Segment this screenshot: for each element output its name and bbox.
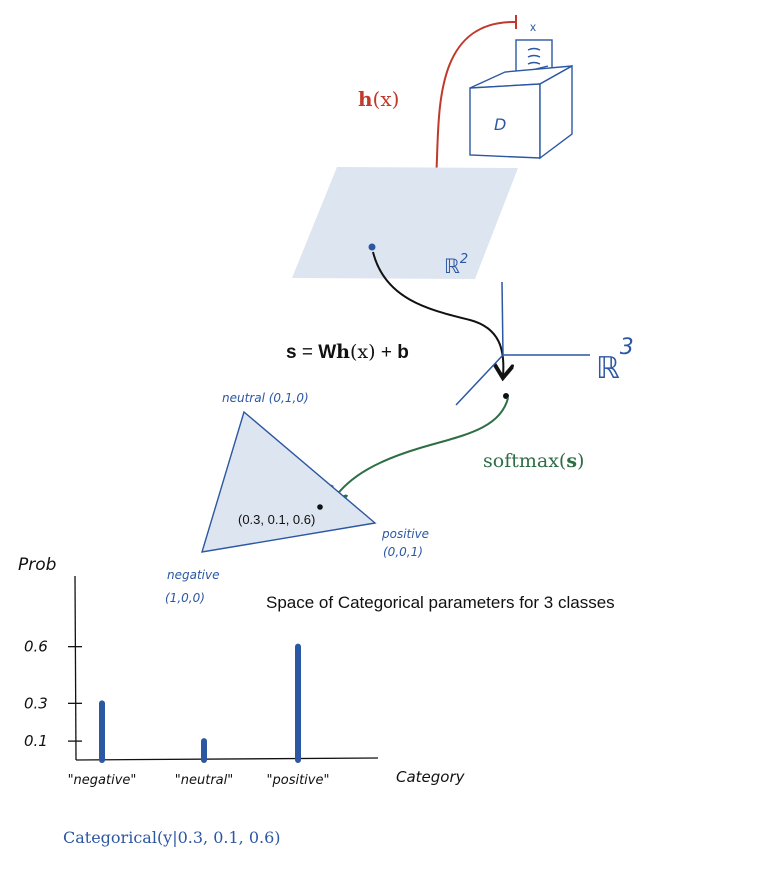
category-label-2: "positive": [267, 773, 330, 788]
chart-y-label: Prob: [18, 555, 56, 575]
softmax-fn: softmax(: [483, 450, 566, 472]
neutral-vertex-label: neutral (0,1,0): [222, 391, 309, 405]
affine-W: W: [318, 342, 336, 363]
box-side: [539, 64, 573, 160]
chart-y-axis: [74, 575, 77, 761]
y-tick-label-2: 0.6: [24, 638, 48, 656]
chart-x-label: Category: [396, 768, 466, 786]
affine-args: (x): [350, 341, 376, 363]
simplex-caption: Space of Categorical parameters for 3 cl…: [266, 593, 615, 612]
card-scribble: [527, 47, 541, 65]
negative-vertex-label: negative: [167, 568, 219, 582]
affine-h: h: [336, 341, 350, 363]
affine-b: b: [397, 342, 409, 363]
softmax-arg: s: [566, 450, 577, 472]
positive-vertex-coords: (0,0,1): [383, 545, 423, 559]
h-map-label: h(x): [358, 87, 399, 111]
r2-sup: 2: [460, 252, 468, 267]
affine-map-arrow: [372, 251, 503, 376]
probability-chart: Prob Category "negative" "neutral" "positi…: [18, 555, 466, 788]
affine-eq: =: [297, 342, 319, 363]
categorical-point: [317, 504, 323, 510]
negative-vertex-coords: (1,0,0): [165, 591, 205, 605]
r3-axes: [455, 281, 590, 406]
embedding-point: [368, 243, 376, 251]
score-point: [503, 393, 509, 399]
r3-symbol: ℝ: [596, 351, 620, 386]
simplex-triangle: [201, 410, 377, 553]
category-label-1: "neutral": [175, 773, 233, 788]
r3-sup: 3: [620, 335, 634, 360]
h-args: (x): [373, 87, 400, 111]
chart-marks: "negative" "neutral" "positive" 0.1 0.3 0.6: [24, 638, 329, 788]
y-tick-label-1: 0.3: [24, 694, 48, 712]
r2-plane: [292, 167, 518, 279]
affine-s: s: [286, 342, 297, 363]
dataset-box: [469, 39, 573, 160]
softmax-label: softmax(s): [483, 450, 584, 472]
affine-formula: s = Wh(x) + b: [286, 341, 409, 363]
affine-plus: +: [376, 342, 398, 363]
y-tick-label-0: 0.1: [24, 732, 48, 750]
softmax-arrow: [333, 397, 509, 500]
chart-x-axis: [75, 757, 379, 761]
r3-label: ℝ3: [596, 335, 634, 386]
categorical-formula: Categorical(y|0.3, 0.1, 0.6): [63, 828, 281, 847]
positive-vertex-label: positive: [381, 527, 429, 541]
r2-symbol: ℝ: [444, 254, 460, 278]
input-x-label: x: [530, 20, 536, 34]
r3-axis-z: [501, 281, 504, 356]
category-label-0: "negative": [68, 773, 137, 788]
h-fn: h: [358, 87, 373, 111]
softmax-close: ): [577, 450, 584, 472]
dataset-label: D: [494, 115, 506, 134]
categorical-point-label: (0.3, 0.1, 0.6): [238, 512, 315, 527]
r3-axis-x: [455, 354, 504, 406]
r2-label: ℝ2: [444, 252, 468, 278]
